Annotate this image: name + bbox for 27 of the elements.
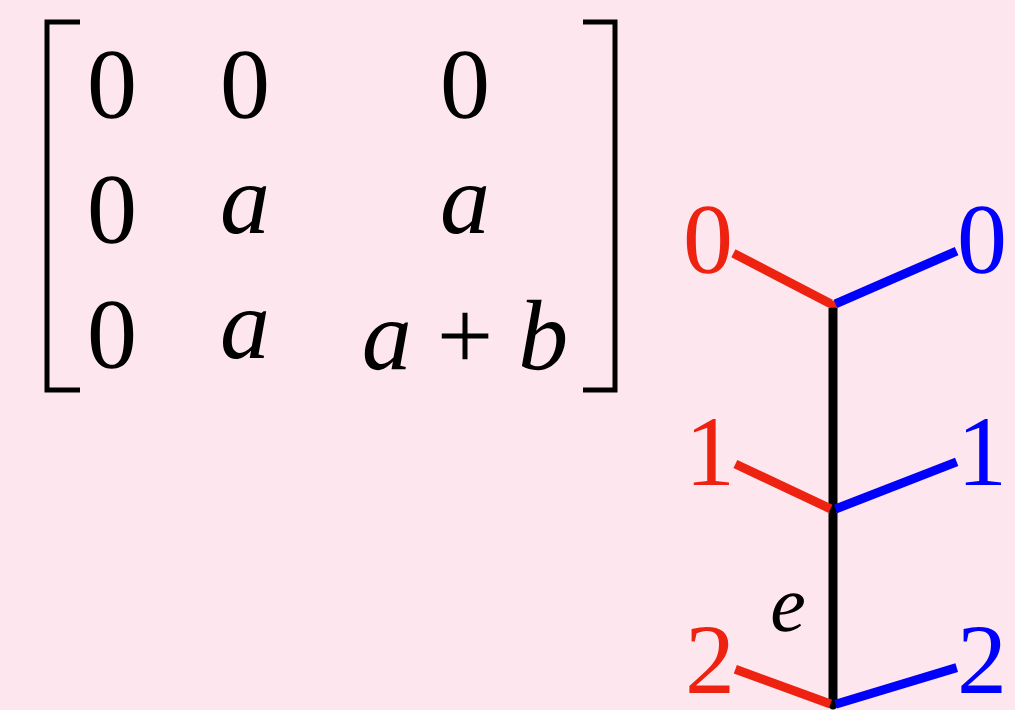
branch-line xyxy=(834,663,959,709)
edge-label: e xyxy=(769,592,807,633)
branch-line xyxy=(833,457,959,514)
branch-line xyxy=(828,307,838,508)
matrix-entry: a xyxy=(223,185,267,235)
branch-line xyxy=(828,512,838,703)
matrix-entry: a xyxy=(223,310,267,360)
tree-label: 1 xyxy=(693,419,729,485)
branch-line xyxy=(833,246,959,309)
branch-line xyxy=(731,249,833,308)
matrix-entry: 0 xyxy=(443,51,487,119)
tree-label: 1 xyxy=(965,419,1001,485)
matrix-entry: 0 xyxy=(90,51,134,119)
branch-line xyxy=(733,459,833,513)
tree-label: 2 xyxy=(961,626,1002,694)
tree-label: 0 xyxy=(686,206,730,274)
branch-line xyxy=(733,665,832,709)
matrix-entry: 0 xyxy=(223,51,267,119)
matrix-entry: a + b xyxy=(364,299,566,371)
junction-point xyxy=(828,505,838,515)
matrix-entry: 0 xyxy=(90,301,134,369)
matrix-entry: 0 xyxy=(90,176,134,244)
matrix-entry: a xyxy=(443,185,487,235)
tree-label: 0 xyxy=(960,206,1004,274)
junction-point xyxy=(828,700,838,710)
junction-point xyxy=(828,300,838,310)
tree-label: 2 xyxy=(689,626,730,694)
